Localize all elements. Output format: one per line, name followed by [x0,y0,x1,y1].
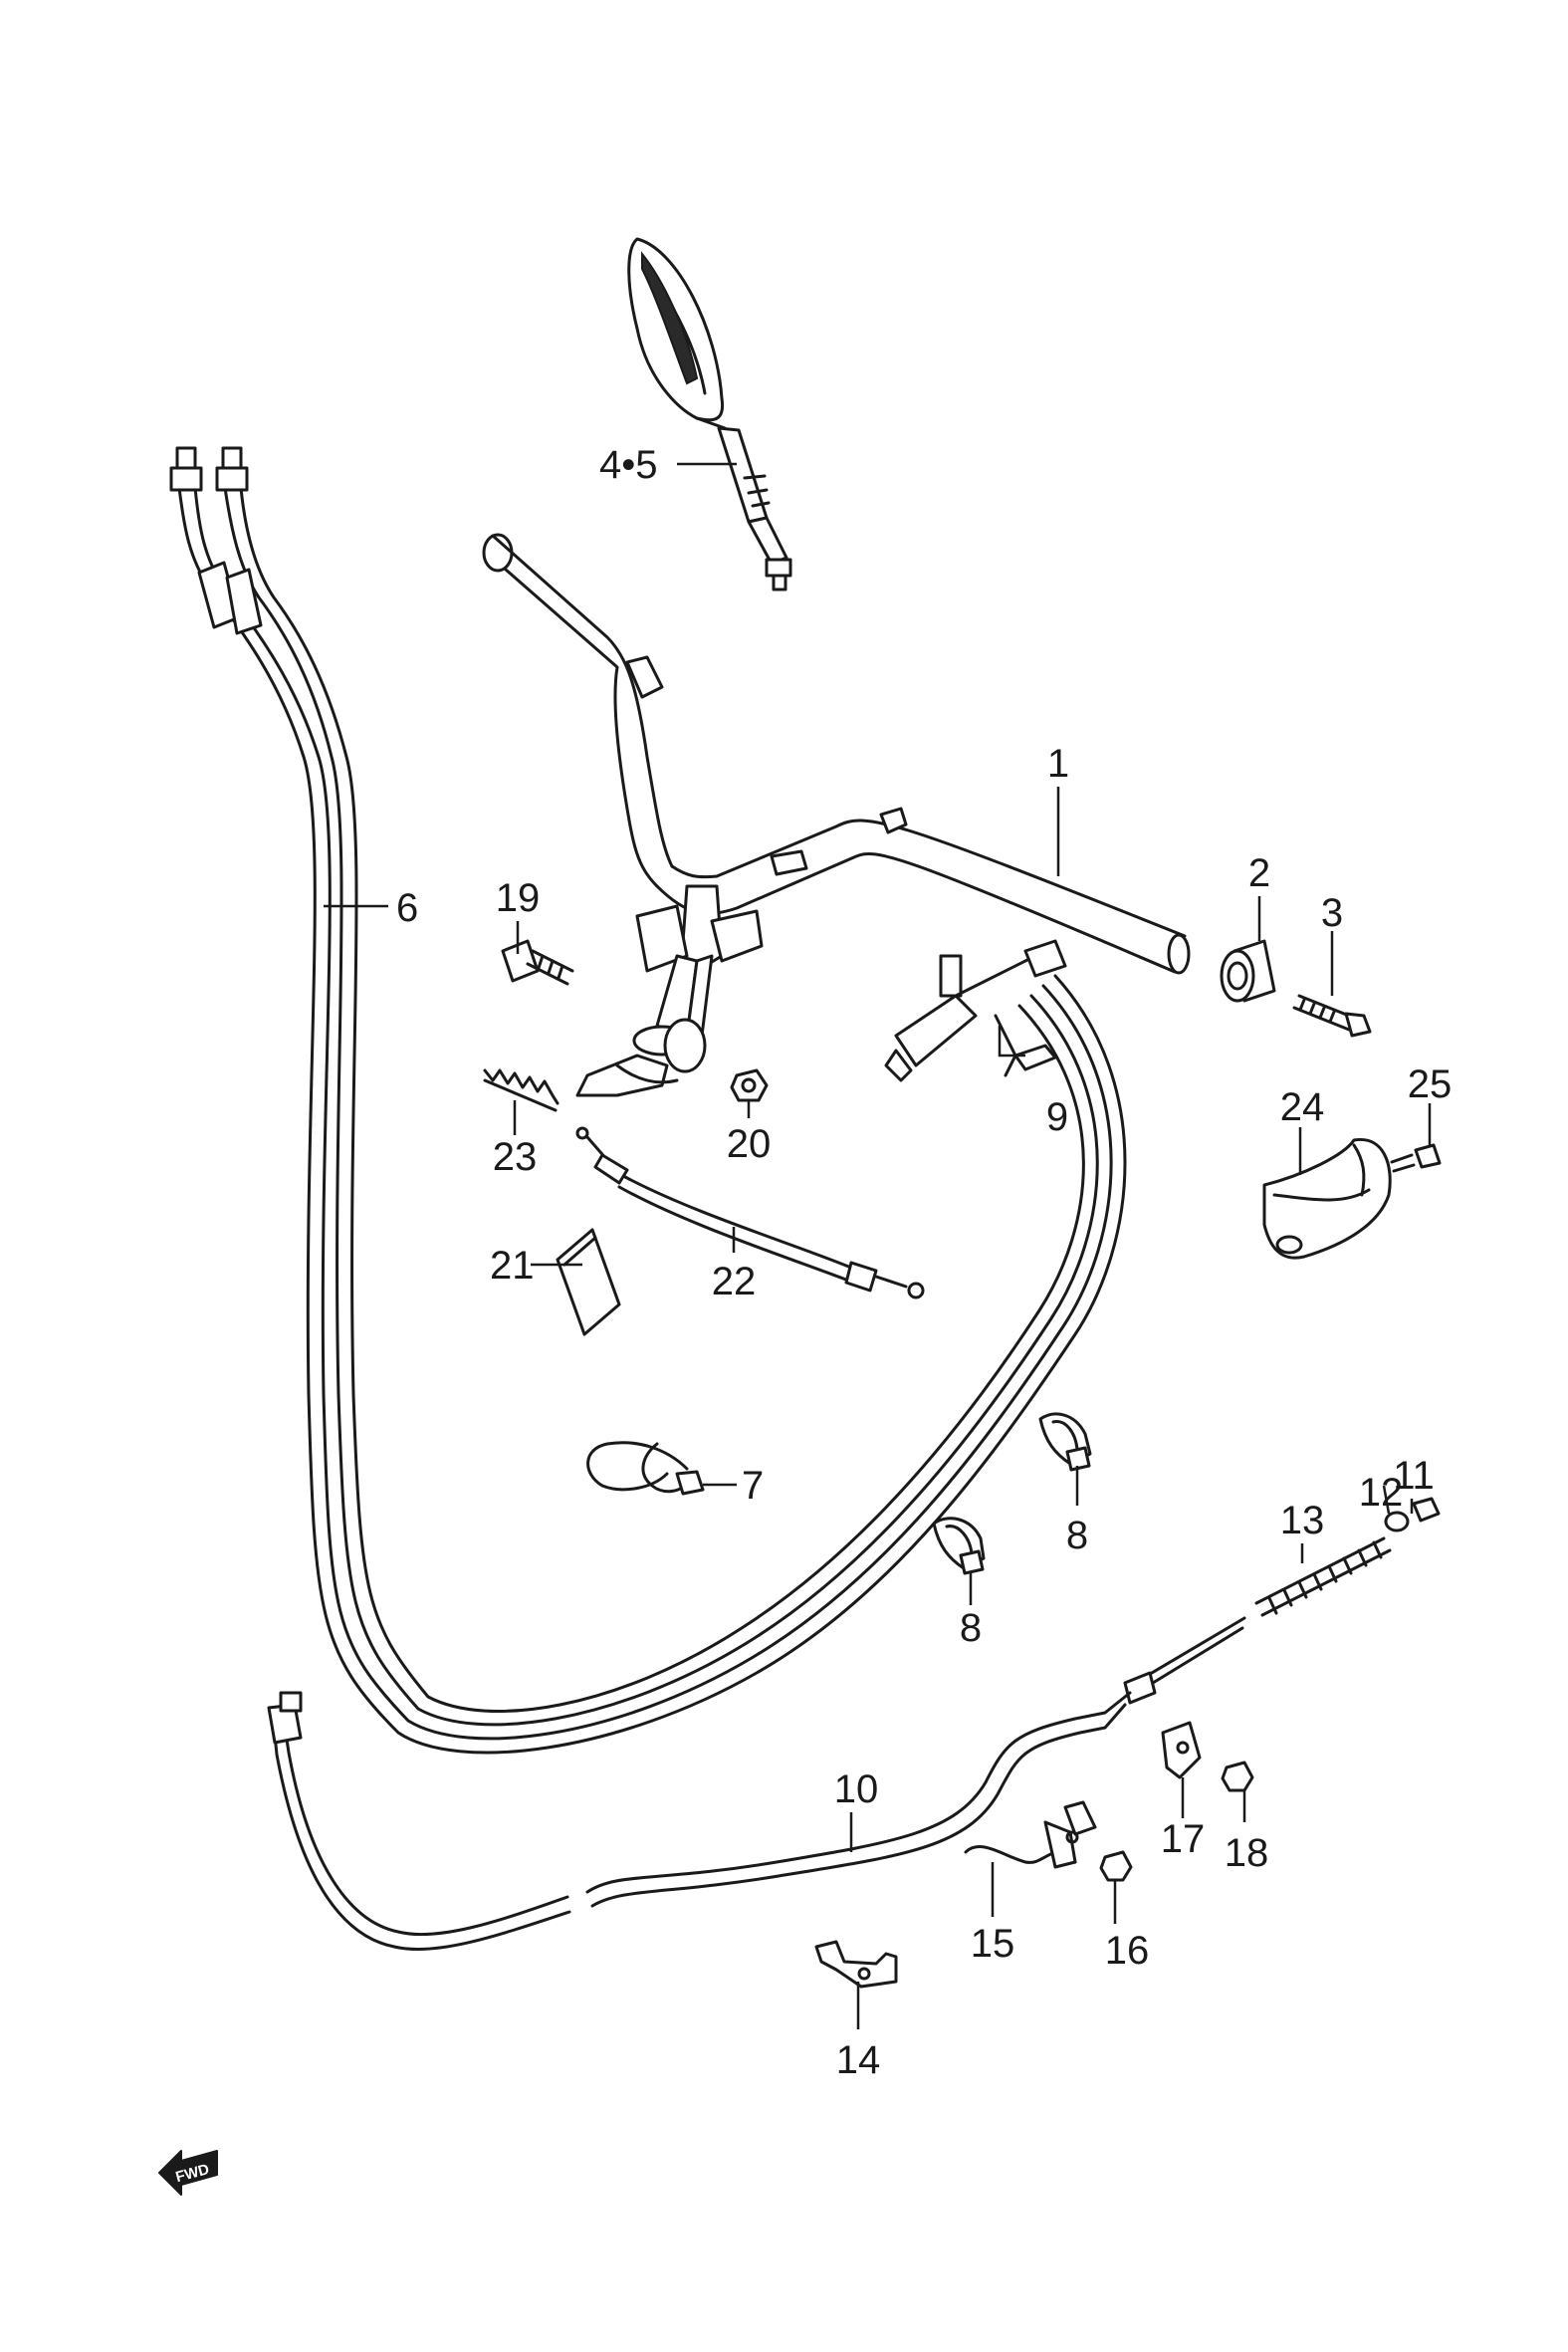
callout-9: 9 [1046,1095,1068,1139]
leader-lines [324,462,1432,2029]
callout-3: 3 [1321,891,1343,935]
nut-part-18 [1221,1761,1254,1792]
callout-6: 6 [396,886,418,930]
cable-part-6 [169,446,1127,1755]
callout-7: 7 [742,1464,764,1508]
clamp-part-8b [932,1517,986,1575]
callout-13: 13 [1280,1499,1325,1542]
callout-21: 21 [490,1244,535,1288]
callout-16: 16 [1105,1929,1150,1973]
nut-part-16 [1099,1850,1133,1882]
switch-part-9 [884,939,1067,1082]
bracket-part-15 [964,1800,1097,1869]
callout-2: 2 [1248,851,1270,895]
callout-17: 17 [1161,1817,1206,1861]
callout-8b: 8 [960,1606,982,1650]
nut-part-20 [730,1068,769,1102]
callout-8a: 8 [1066,1514,1088,1557]
bolt-part-25 [1390,1143,1442,1173]
callout-12: 12 [1359,1471,1404,1515]
mirror-part [627,237,792,591]
clip-part-7 [586,1441,705,1496]
callout-23: 23 [493,1135,538,1179]
bracket-part-17 [1161,1721,1202,1779]
callout-18: 18 [1225,1831,1269,1875]
callout-24: 24 [1280,1085,1325,1129]
handlebar-part [482,533,1191,1097]
callout-4-5: 4•5 [599,443,658,487]
fwd-arrow-icon: FWD [158,2150,218,2196]
callout-25: 25 [1408,1062,1453,1106]
spring-part-23 [483,1068,560,1112]
callout-19: 19 [496,876,541,920]
callout-11: 11 [1393,1454,1435,1498]
callout-10: 10 [834,1767,879,1811]
bolt-part-19 [501,939,574,986]
callout-22: 22 [712,1260,757,1303]
bracket-part-14 [814,1940,898,1989]
nut-part-11 [1412,1497,1441,1523]
grip-end-part [1220,939,1276,1003]
cable-part-10 [267,1616,1246,1951]
bolt-part-3 [1292,994,1372,1038]
clamp-part-8a [1038,1412,1092,1472]
spring-part-13 [1254,1536,1392,1617]
callout-20: 20 [727,1122,772,1166]
washer-part-12 [1384,1511,1410,1532]
pad-part-21 [556,1228,621,1336]
callout-15: 15 [971,1922,1015,1966]
callout-14: 14 [836,2038,881,2082]
callout-1: 1 [1047,742,1069,786]
cover-part-24 [1262,1138,1392,1260]
cable-part-22 [575,1126,925,1299]
